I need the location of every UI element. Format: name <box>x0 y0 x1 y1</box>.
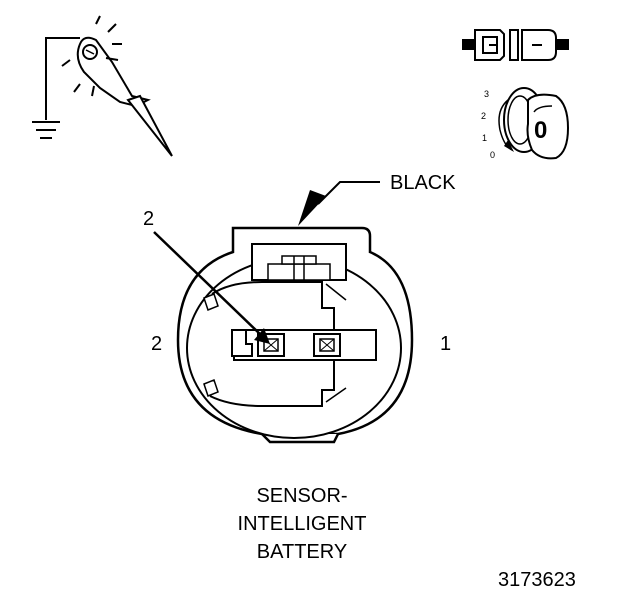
key-position-indicator: 0 <box>534 117 547 144</box>
pin-number-callout: 2 <box>143 208 154 230</box>
key-position-3: 3 <box>484 89 489 99</box>
key-position-2: 2 <box>481 111 486 121</box>
ignition-key-icon: 3 2 1 0 0 <box>481 87 570 160</box>
cavity-2-label: 2 <box>151 333 162 355</box>
figure-number: 3173623 <box>498 569 576 591</box>
connector-color-label: BLACK <box>390 172 456 194</box>
component-title-line1: SENSOR- <box>256 485 347 507</box>
test-probe-ground-icon <box>32 15 173 157</box>
black-color-leader <box>298 181 380 226</box>
pin-2-leader <box>153 231 270 344</box>
disconnected-connector-icon <box>462 29 569 61</box>
cavity-1-label: 1 <box>440 333 451 355</box>
key-position-0: 0 <box>490 150 495 160</box>
key-position-1: 1 <box>482 133 487 143</box>
connector-face <box>176 226 414 444</box>
component-title-line2: INTELLIGENT <box>238 513 367 535</box>
component-title-line3: BATTERY <box>257 541 347 563</box>
